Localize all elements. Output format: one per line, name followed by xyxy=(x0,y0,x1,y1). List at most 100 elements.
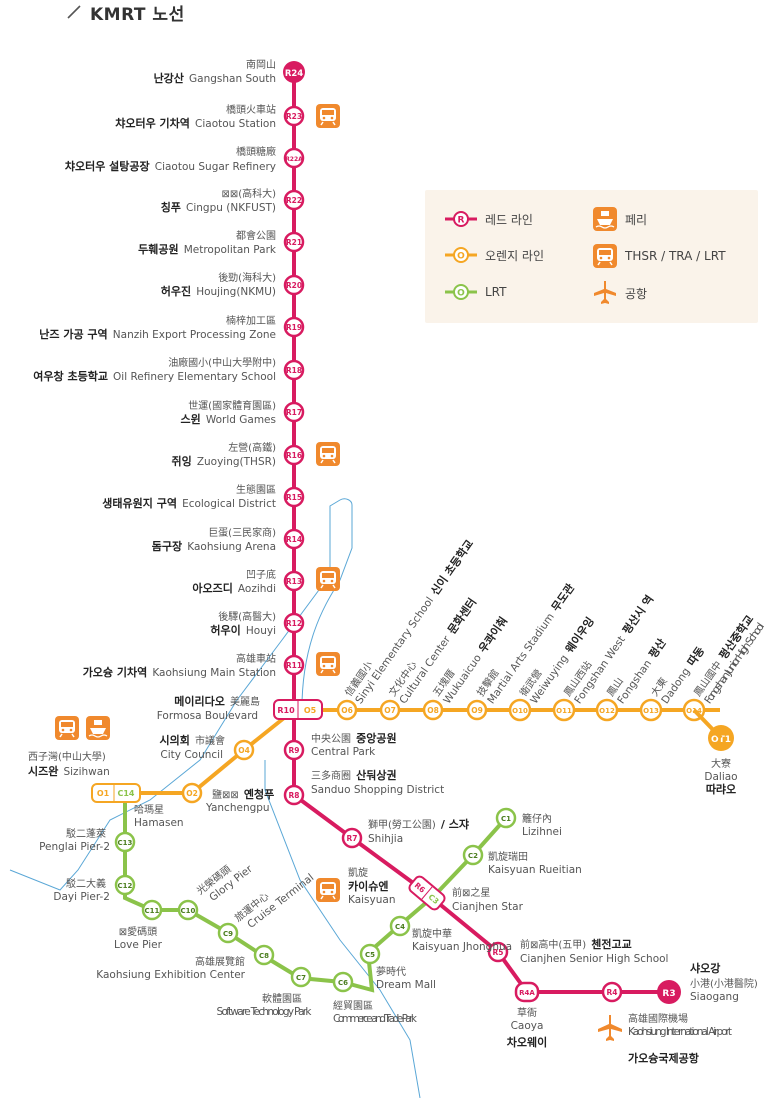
station-R5[interactable]: R5 xyxy=(487,941,509,963)
transfer-icons xyxy=(55,104,622,1041)
station-C6[interactable]: C6 xyxy=(332,971,354,993)
svg-text:橋頭糖廠: 橋頭糖廠 xyxy=(236,145,276,158)
svg-text:O1: O1 xyxy=(97,789,110,798)
station-O10[interactable]: O10 xyxy=(508,698,532,722)
legend-ferry: 페리 xyxy=(593,207,647,231)
station-O1-C14[interactable]: O1 C14 xyxy=(91,783,141,803)
station-C13[interactable]: C13 xyxy=(114,831,136,853)
svg-text:허우진 Houjing(NKMU): 허우진 Houjing(NKMU) xyxy=(161,280,276,299)
orange-branch xyxy=(692,708,723,740)
svg-text:Kaisyuan: Kaisyuan xyxy=(348,894,395,906)
station-O6[interactable]: O6 xyxy=(336,699,358,721)
station-O12[interactable]: O12 xyxy=(595,698,619,722)
svg-text:C4: C4 xyxy=(395,923,405,931)
svg-text:R14: R14 xyxy=(286,535,302,544)
svg-text:R23: R23 xyxy=(286,112,302,121)
station-C1[interactable]: C1 xyxy=(495,807,517,829)
svg-text:軟體園區: 軟體園區 xyxy=(262,992,302,1005)
svg-text:巨蛋(三民家商): 巨蛋(三民家商) xyxy=(208,526,276,539)
svg-text:O13: O13 xyxy=(643,707,659,715)
station-R8[interactable]: R8 xyxy=(283,784,305,806)
svg-text:西子灣(中山大學): 西子灣(中山大學) xyxy=(28,750,106,763)
svg-text:O5: O5 xyxy=(304,706,317,715)
station-R16[interactable]: R16 xyxy=(283,444,305,466)
station-O13[interactable]: O13 xyxy=(639,698,663,722)
train-icon xyxy=(316,652,340,676)
station-R18[interactable]: R18 xyxy=(283,359,305,381)
svg-text:C14: C14 xyxy=(117,789,134,798)
station-R13[interactable]: R13 xyxy=(283,570,305,592)
train-icon xyxy=(316,442,340,466)
station-R7[interactable]: R7 xyxy=(341,827,363,849)
svg-text:Software Technology Park: Software Technology Park xyxy=(217,1006,313,1018)
station-O8[interactable]: O8 xyxy=(422,699,444,721)
station-R6-C3[interactable]: R6 C3 xyxy=(407,875,446,912)
svg-text:Kaisyuan Rueitian: Kaisyuan Rueitian xyxy=(488,864,582,876)
station-R22[interactable]: R22 xyxy=(283,189,305,211)
station-R23[interactable]: R23 xyxy=(283,105,305,127)
station-R4A[interactable]: R4A xyxy=(514,981,540,1003)
station-O7[interactable]: O7 xyxy=(379,699,401,721)
svg-text:R18: R18 xyxy=(286,366,302,375)
station-C10[interactable]: C10 xyxy=(177,899,199,921)
station-R19[interactable]: R19 xyxy=(283,316,305,338)
station-R4[interactable]: R4 xyxy=(601,981,623,1003)
svg-text:두훼공원 Metropolitan Park: 두훼공원 Metropolitan Park xyxy=(138,238,277,257)
svg-text:난즈 가공 구역 Nanzih Export Process: 난즈 가공 구역 Nanzih Export Processing Zone xyxy=(39,323,276,342)
svg-text:R: R xyxy=(458,216,465,226)
svg-text:三多商圈 산둬상권: 三多商圈 산둬상권 xyxy=(311,764,397,783)
svg-text:샤오강: 샤오강 xyxy=(690,961,720,975)
svg-text:여우창 초등학교 Oil Refinery Elementa: 여우창 초등학교 Oil Refinery Elementary School xyxy=(33,365,276,384)
station-R17[interactable]: R17 xyxy=(283,401,305,423)
svg-text:R7: R7 xyxy=(347,834,358,843)
station-R10-O5[interactable]: R10 O5 xyxy=(273,699,323,720)
svg-text:夢時代: 夢時代 xyxy=(376,965,406,978)
svg-text:차오웨이: 차오웨이 xyxy=(507,1035,547,1049)
svg-text:Cianjhen Senior High School: Cianjhen Senior High School xyxy=(520,953,668,965)
station-R9[interactable]: R9 xyxy=(283,739,305,761)
svg-text:O8: O8 xyxy=(427,706,439,715)
red-line-icon: R xyxy=(445,211,477,227)
station-C5[interactable]: C5 xyxy=(359,943,381,965)
svg-text:O7: O7 xyxy=(384,706,396,715)
station-R11[interactable]: R11 xyxy=(283,654,305,676)
svg-text:O10: O10 xyxy=(512,707,528,715)
page-title: KMRT 노선 xyxy=(90,5,185,25)
station-R3[interactable]: R3 xyxy=(657,980,681,1004)
station-C2[interactable]: C2 xyxy=(462,844,484,866)
svg-text:R24: R24 xyxy=(285,69,303,79)
station-R14[interactable]: R14 xyxy=(283,528,305,550)
svg-text:R13: R13 xyxy=(286,577,302,586)
station-R21[interactable]: R21 xyxy=(283,231,305,253)
svg-text:O: O xyxy=(457,289,465,299)
station-R12[interactable]: R12 xyxy=(283,612,305,634)
svg-text:高雄展覽館: 高雄展覽館 xyxy=(195,955,245,968)
station-R22A[interactable]: R22A xyxy=(283,147,305,169)
station-C7[interactable]: C7 xyxy=(290,966,312,988)
station-C12[interactable]: C12 xyxy=(114,874,136,896)
station-R15[interactable]: R15 xyxy=(283,486,305,508)
svg-text:R22A: R22A xyxy=(285,156,303,163)
station-R20[interactable]: R20 xyxy=(283,274,305,296)
station-zh: 橋頭火車站 xyxy=(226,103,276,116)
station-O4[interactable]: O4 xyxy=(233,739,255,761)
svg-text:챠오터우 설탕공장 Ciaotou Sugar Refine: 챠오터우 설탕공장 Ciaotou Sugar Refinery xyxy=(65,155,276,174)
svg-text:Central Park: Central Park xyxy=(311,746,376,758)
svg-text:C11: C11 xyxy=(145,907,160,915)
station-C9[interactable]: C9 xyxy=(217,922,239,944)
station-O2[interactable]: O2 xyxy=(181,782,203,804)
svg-text:後驛(高醫大): 後驛(高醫大) xyxy=(218,610,276,623)
station-O11[interactable]: O11 xyxy=(552,698,576,722)
station-C11[interactable]: C11 xyxy=(141,899,163,921)
station-C4[interactable]: C4 xyxy=(389,915,411,937)
svg-text:O4: O4 xyxy=(238,746,250,755)
svg-text:R5: R5 xyxy=(493,948,504,957)
svg-text:籬仔內: 籬仔內 xyxy=(522,812,552,825)
svg-text:Commerce and Trade Park: Commerce and Trade Park xyxy=(333,1013,418,1025)
airplane-icon xyxy=(594,281,616,304)
svg-text:시즈완 Sizihwan: 시즈완 Sizihwan xyxy=(28,760,110,779)
station-C8[interactable]: C8 xyxy=(253,944,275,966)
station-O9[interactable]: O9 xyxy=(466,699,488,721)
svg-text:Love Pier: Love Pier xyxy=(114,939,163,951)
station-R24[interactable]: R24 xyxy=(283,61,305,83)
